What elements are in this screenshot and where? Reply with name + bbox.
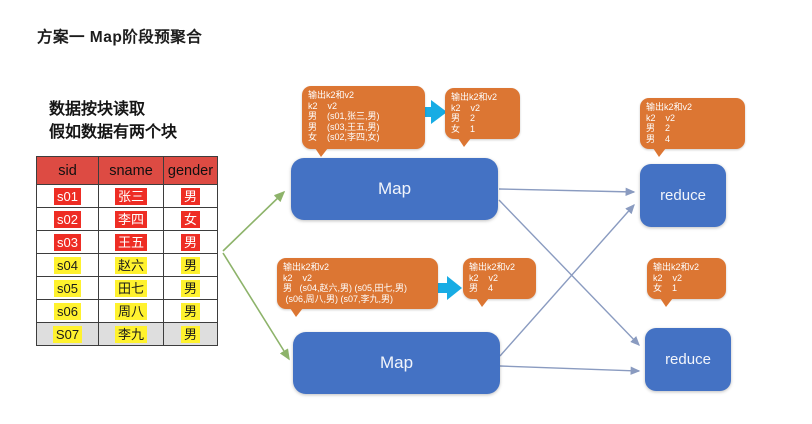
callout-line: 男 (s01,张三,男) [308,111,380,121]
highlighted-value: 王五 [114,233,147,251]
table-cell: 男 [163,276,218,300]
callout-line: 女 1 [451,123,476,134]
table-row: s05 田七 男 [36,276,218,300]
callout-line: 男 (s03,王五,男) [308,121,380,132]
table-cell: s03 [36,230,99,254]
table-cell: 李四 [98,207,164,231]
highlighted-value: 男 [180,187,200,205]
table-cell: 女 [163,207,218,231]
table-cell: S07 [36,322,99,346]
callout-line: (s06,周八,男) (s07,李九,男) [283,293,394,304]
highlighted-value: 男 [180,325,200,343]
callout-line: 输出k2和v2 [308,90,355,100]
table-cell: 王五 [98,230,164,254]
table-cell: 赵六 [98,253,164,277]
table-cell: 男 [163,230,218,254]
highlighted-value: 张三 [114,187,147,205]
table-cell: 男 [163,184,218,208]
callout-line: 男 4 [469,283,494,293]
note-line-2: 假如数据有两个块 [49,124,178,141]
callout-line: k2 v2 [283,272,313,283]
table-cell: s01 [36,184,99,208]
table-cell: 周八 [98,299,164,323]
callout-line: 输出k2和v2 [646,102,693,112]
highlighted-value: S07 [52,325,83,343]
table-cell: 男 [163,253,218,277]
table-header-cell: gender [163,156,218,185]
callout-line: 女 1 [653,283,678,293]
highlighted-value: s03 [54,233,81,251]
highlighted-value: 周八 [114,302,147,320]
table-header-cell: sname [98,156,164,185]
highlighted-value: 赵六 [114,256,147,274]
table-row: s02 李四 女 [36,207,218,231]
table-row: s01 张三 男 [36,184,218,208]
highlighted-value: 男 [180,302,200,320]
highlighted-value: 女 [180,210,200,228]
callout-line: 输出k2和v2 [451,92,498,102]
table-row: s06 周八 男 [36,299,218,323]
reduce-node-1: reduce [640,164,726,227]
table-header-cell: sid [36,156,99,185]
highlighted-value: s04 [54,256,81,274]
callout-line: k2 v2 [451,102,481,113]
page-title: 方案一 Map阶段预聚合 [37,29,203,46]
callout-line: 输出k2和v2 [283,262,330,272]
highlighted-value: 男 [180,233,200,251]
highlighted-value: 男 [180,256,200,274]
table-cell: 男 [163,322,218,346]
highlighted-value: 李四 [114,210,147,228]
note-line-1: 数据按块读取 [49,101,146,118]
table-cell: s06 [36,299,99,323]
table-cell: 田七 [98,276,164,300]
table-cell: 李九 [98,322,164,346]
map-node-2: Map [293,332,500,394]
highlighted-value: s05 [54,279,81,297]
table-cell: s05 [36,276,99,300]
highlighted-value: s06 [54,302,81,320]
table-row: s04 赵六 男 [36,253,218,277]
table-cell: s04 [36,253,99,277]
callout-line: k2 v2 [308,100,338,111]
callout-line: 女 (s02,李四,女) [308,132,380,142]
callout-line: k2 v2 [646,112,676,123]
callout-line: 男 2 [451,113,476,123]
highlighted-value: s01 [54,187,81,205]
map-node-1: Map [291,158,498,220]
highlighted-value: 男 [180,279,200,297]
callout-line: 输出k2和v2 [469,262,516,272]
callout-line: 输出k2和v2 [653,262,700,272]
callout-line: 男 4 [646,133,671,144]
table-cell: s02 [36,207,99,231]
callout-line: k2 v2 [653,272,683,283]
callout-line: 男 2 [646,123,671,133]
data-blocks-note: 数据按块读取 假如数据有两个块 [49,98,177,144]
table-cell: 男 [163,299,218,323]
reduce-node-2: reduce [645,328,731,391]
callout-line: 男 (s04,赵六,男) (s05,田七,男) [283,283,408,293]
highlighted-value: s02 [54,210,81,228]
highlighted-value: 田七 [114,279,147,297]
callout-line: k2 v2 [469,272,499,283]
highlighted-value: 李九 [114,325,147,343]
table-row: S07 李九 男 [36,322,218,346]
table-cell: 张三 [98,184,164,208]
table-row: s03 王五 男 [36,230,218,254]
